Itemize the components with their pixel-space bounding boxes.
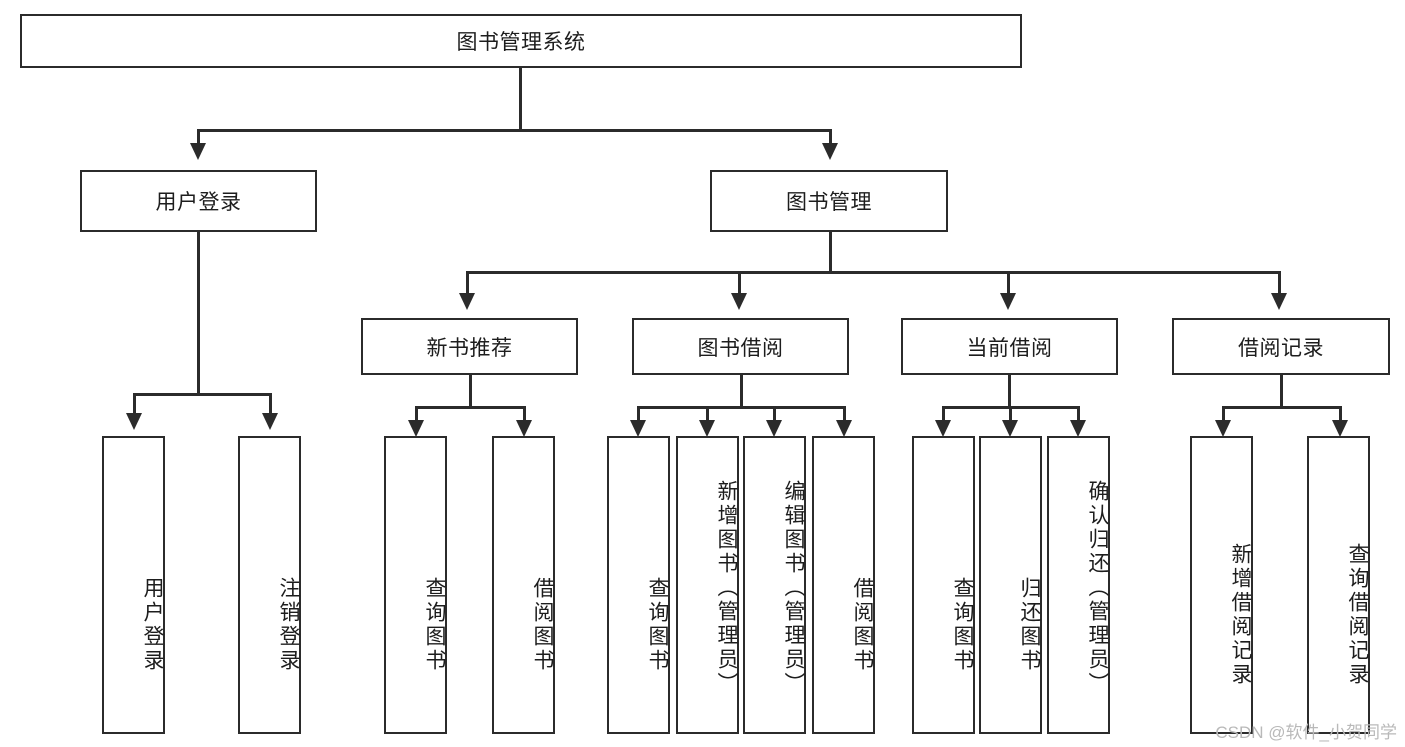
node-book-borrow[interactable]: 图书借阅: [632, 318, 849, 375]
connector-level3-bus: [466, 271, 1281, 274]
node-root-book-management-system[interactable]: 图书管理系统: [20, 14, 1022, 68]
connector-level2-drop-left: [197, 129, 200, 143]
node-new-book-recommend[interactable]: 新书推荐: [361, 318, 578, 375]
leaf-add-book[interactable]: 新增图书（管理员）: [676, 436, 739, 734]
connector-current-borrow-drop-2: [1009, 406, 1012, 420]
node-label: 图书管理系统: [456, 31, 586, 54]
connector-root-stem: [519, 68, 522, 130]
leaf-query-book-borrow[interactable]: 查询图书: [607, 436, 670, 734]
node-label: 图书管理: [786, 191, 872, 214]
connector-current-borrow-drop-1: [942, 406, 945, 420]
leaf-confirm-return[interactable]: 确认归还（管理员）: [1047, 436, 1110, 734]
arrow-to-leaf-add-book: [699, 420, 715, 437]
node-label: 查询借阅记录: [1346, 543, 1369, 687]
connector-level3-drop-2: [738, 271, 741, 293]
node-label: 新增图书（管理员）: [715, 480, 738, 696]
node-label: 图书借阅: [697, 336, 784, 360]
arrow-to-leaf-query-book-recommend: [408, 420, 424, 437]
arrow-to-leaf-edit-book: [766, 420, 782, 437]
connector-user-login-drop-1: [133, 393, 136, 413]
connector-current-borrow-stem: [1008, 375, 1011, 407]
arrow-to-leaf-query-book-current: [935, 420, 951, 437]
arrow-to-new-book-recommend: [459, 293, 475, 310]
node-label: 查询图书: [423, 577, 446, 673]
arrow-to-leaf-borrow-book: [836, 420, 852, 437]
leaf-query-book-recommend[interactable]: 查询图书: [384, 436, 447, 734]
leaf-borrow-book-recommend[interactable]: 借阅图书: [492, 436, 555, 734]
node-label: 查询图书: [646, 577, 669, 673]
node-label: 新增借阅记录: [1229, 543, 1252, 687]
connector-level3-drop-4: [1278, 271, 1281, 293]
arrow-to-leaf-user-login: [126, 413, 142, 430]
node-label: 借阅记录: [1238, 336, 1324, 360]
connector-level2-bus: [197, 129, 831, 132]
arrow-to-leaf-borrow-book-recommend: [516, 420, 532, 437]
node-label: 当前借阅: [966, 336, 1053, 360]
node-book-management[interactable]: 图书管理: [710, 170, 948, 232]
node-label: 用户登录: [155, 191, 242, 214]
connector-book-management-stem: [829, 232, 832, 272]
arrow-to-leaf-add-borrow-record: [1215, 420, 1231, 437]
connector-current-borrow-drop-3: [1077, 406, 1080, 420]
node-user-login[interactable]: 用户登录: [80, 170, 317, 232]
node-label: 借阅图书: [531, 577, 554, 673]
node-current-borrow[interactable]: 当前借阅: [901, 318, 1118, 375]
node-label: 确认归还（管理员）: [1086, 480, 1109, 696]
leaf-query-book-current[interactable]: 查询图书: [912, 436, 975, 734]
node-label: 新书推荐: [426, 336, 513, 360]
connector-new-book-bus: [415, 406, 525, 409]
connector-book-borrow-drop-3: [773, 406, 776, 420]
connector-user-login-stem: [197, 232, 200, 394]
csdn-watermark: CSDN @软件_小贺同学: [1215, 723, 1397, 742]
connector-new-book-drop-1: [415, 406, 418, 420]
connector-user-login-bus: [133, 393, 271, 396]
arrow-to-user-login: [190, 143, 206, 160]
connector-book-borrow-drop-1: [637, 406, 640, 420]
arrow-to-leaf-query-borrow-record: [1332, 420, 1348, 437]
leaf-query-borrow-record[interactable]: 查询借阅记录: [1307, 436, 1370, 734]
arrow-to-book-borrow: [731, 293, 747, 310]
leaf-add-borrow-record[interactable]: 新增借阅记录: [1190, 436, 1253, 734]
connector-level3-drop-1: [466, 271, 469, 293]
arrow-to-borrow-record: [1271, 293, 1287, 310]
arrow-to-leaf-logout: [262, 413, 278, 430]
leaf-edit-book[interactable]: 编辑图书（管理员）: [743, 436, 806, 734]
node-borrow-record[interactable]: 借阅记录: [1172, 318, 1390, 375]
connector-borrow-record-stem: [1280, 375, 1283, 407]
arrow-to-leaf-query-book-borrow: [630, 420, 646, 437]
connector-book-borrow-drop-2: [706, 406, 709, 420]
node-label: 借阅图书: [851, 577, 874, 673]
node-label: 编辑图书（管理员）: [782, 480, 805, 696]
connector-new-book-drop-2: [523, 406, 526, 420]
node-label: 归还图书: [1018, 577, 1041, 673]
connector-user-login-drop-2: [269, 393, 272, 413]
leaf-return-book[interactable]: 归还图书: [979, 436, 1042, 734]
leaf-borrow-book[interactable]: 借阅图书: [812, 436, 875, 734]
connector-book-borrow-bus: [637, 406, 845, 409]
connector-borrow-record-drop-1: [1222, 406, 1225, 420]
leaf-logout[interactable]: 注销登录: [238, 436, 301, 734]
arrow-to-current-borrow: [1000, 293, 1016, 310]
connector-new-book-stem: [469, 375, 472, 407]
connector-book-borrow-drop-4: [843, 406, 846, 420]
connector-borrow-record-drop-2: [1339, 406, 1342, 420]
arrow-to-book-management: [822, 143, 838, 160]
node-label: 查询图书: [951, 577, 974, 673]
connector-level2-drop-right: [829, 129, 832, 143]
node-label: 用户登录: [141, 577, 164, 673]
node-label: 注销登录: [277, 577, 300, 673]
connector-book-borrow-stem: [740, 375, 743, 407]
connector-level3-drop-3: [1007, 271, 1010, 293]
arrow-to-leaf-return-book: [1002, 420, 1018, 437]
arrow-to-leaf-confirm-return: [1070, 420, 1086, 437]
connector-borrow-record-bus: [1222, 406, 1341, 409]
leaf-user-login[interactable]: 用户登录: [102, 436, 165, 734]
